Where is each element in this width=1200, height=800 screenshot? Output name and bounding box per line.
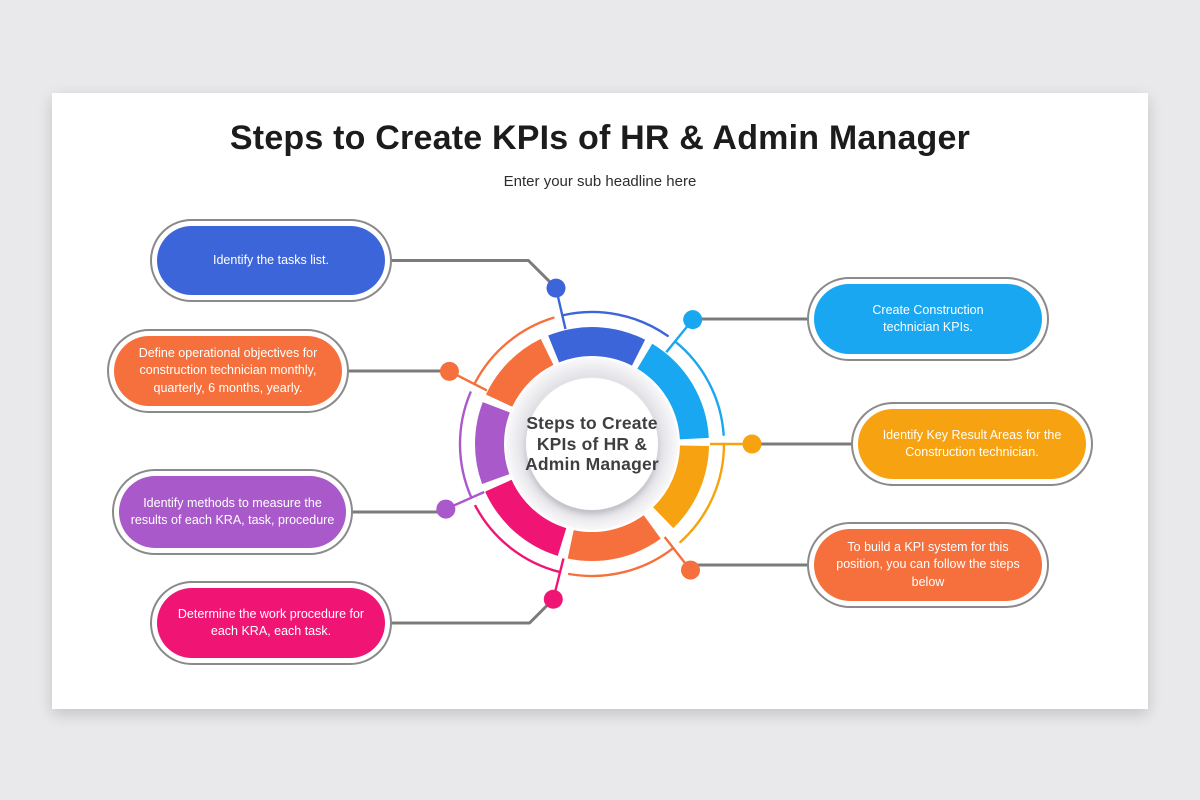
ring-thin-arc-work-procedure (474, 504, 562, 574)
node-pill-create-kpis: Create Construction technician KPIs. (807, 277, 1049, 361)
node-dot-methods-measure (436, 499, 456, 519)
node-dot-key-result-areas (742, 434, 762, 454)
connector-line-work-procedure (388, 597, 555, 625)
ring-segment-methods-measure (475, 402, 510, 485)
node-pill-operational-objectives: Define operational objectives for constr… (107, 329, 349, 413)
node-pill-label-operational-objectives: Define operational objectives for constr… (138, 345, 318, 395)
node-pill-fill-work-procedure: Determine the work procedure for each KR… (157, 588, 385, 658)
ring-segment-create-kpis (637, 343, 709, 440)
node-pill-fill-methods-measure: Identify methods to measure the results … (119, 476, 346, 548)
node-pill-label-create-kpis: Create Construction technician KPIs. (872, 302, 984, 335)
node-pill-fill-create-kpis: Create Construction technician KPIs. (814, 284, 1042, 354)
node-pill-label-methods-measure: Identify methods to measure the results … (130, 495, 335, 528)
node-pill-label-tasks-list: Identify the tasks list. (212, 252, 330, 267)
node-pill-label-key-result-areas: Identify Key Result Areas for the Constr… (882, 427, 1062, 460)
node-dot-operational-objectives (439, 361, 459, 381)
connector-line-tasks-list (388, 259, 558, 290)
node-pill-key-result-areas: Identify Key Result Areas for the Constr… (851, 402, 1093, 486)
ring-thin-arc-operational-objectives (473, 316, 555, 386)
node-dot-work-procedure (543, 589, 563, 609)
node-dot-kpi-system (681, 560, 701, 580)
ring-segment-operational-objectives (485, 338, 554, 407)
ring-segment-key-result-areas (653, 445, 709, 529)
node-pill-tasks-list: Identify the tasks list. (150, 219, 392, 302)
ring-segment-kpi-system (567, 515, 661, 562)
node-dot-tasks-list (546, 278, 566, 298)
page-title: Steps to Create KPIs of HR & Admin Manag… (229, 119, 971, 157)
hub-center-label: Steps to Create KPIs of HR & Admin Manag… (525, 413, 659, 475)
ring-thin-arc-create-kpis (673, 340, 725, 436)
node-pill-fill-kpi-system: To build a KPI system for this position,… (814, 529, 1042, 601)
node-pill-fill-operational-objectives: Define operational objectives for constr… (114, 336, 342, 406)
ring-thin-arc-kpi-system (567, 546, 675, 578)
ring-thin-arc-methods-measure (458, 391, 473, 499)
node-pill-label-work-procedure: Determine the work procedure for each KR… (177, 606, 365, 639)
node-pill-methods-measure: Identify methods to measure the results … (112, 469, 353, 555)
node-pill-kpi-system: To build a KPI system for this position,… (807, 522, 1049, 608)
ring-segment-tasks-list (548, 327, 646, 366)
ring-thin-arc-key-result-areas (679, 442, 726, 544)
ring-segment-work-procedure (485, 479, 567, 556)
node-pill-work-procedure: Determine the work procedure for each KR… (150, 581, 392, 665)
node-pill-fill-tasks-list: Identify the tasks list. (157, 226, 385, 295)
ring-thin-arc-tasks-list (561, 310, 669, 338)
hub-circle (526, 378, 658, 510)
page-subtitle: Enter your sub headline here (503, 173, 697, 190)
node-pill-label-kpi-system: To build a KPI system for this position,… (836, 539, 1020, 589)
node-dot-create-kpis (683, 310, 703, 330)
node-pill-fill-key-result-areas: Identify Key Result Areas for the Constr… (858, 409, 1086, 479)
